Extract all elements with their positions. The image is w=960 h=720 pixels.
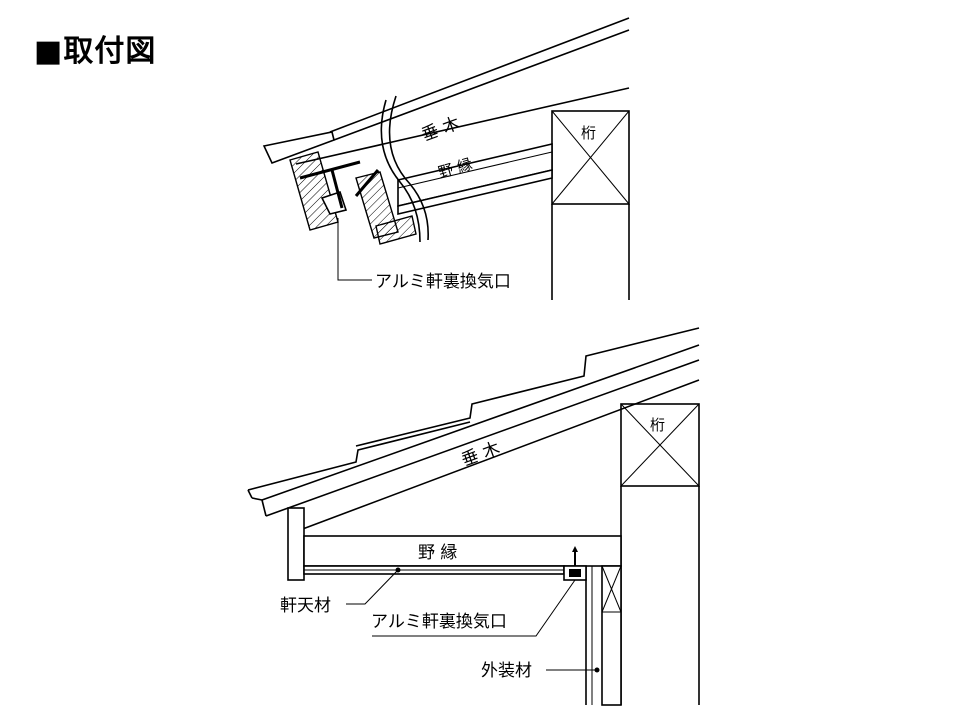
bottom-beam-label: 桁 bbox=[650, 416, 665, 434]
bottom-roof bbox=[247, 327, 700, 531]
page-title: ■取付図 bbox=[34, 34, 157, 69]
bottom-furring-label: 野 縁 bbox=[418, 543, 457, 563]
bottom-exterior-wall bbox=[585, 565, 622, 706]
bottom-furring bbox=[303, 535, 622, 575]
top-rafter bbox=[262, 17, 630, 165]
bottom-soffit-label: 軒天材 bbox=[280, 596, 331, 616]
bottom-vent-label: アルミ軒裏換気口 bbox=[371, 611, 507, 632]
bottom-eave-diagram: 垂 木 野 縁 桁 軒天材 アルミ軒裏換気口 外装材 bbox=[247, 327, 700, 706]
bottom-rafter-label: 垂 木 bbox=[459, 438, 503, 470]
bottom-siding-label: 外装材 bbox=[481, 661, 532, 681]
bottom-beam bbox=[620, 403, 700, 705]
top-vent-label: アルミ軒裏換気口 bbox=[375, 271, 511, 292]
top-vent-profile bbox=[299, 160, 380, 215]
top-eave-diagram: 垂 木 野 縁 桁 アルミ軒裏換気口 bbox=[262, 17, 630, 300]
top-beam bbox=[551, 110, 630, 300]
bottom-fascia bbox=[287, 507, 305, 581]
top-beam-label: 桁 bbox=[581, 124, 596, 142]
top-furring bbox=[397, 142, 553, 216]
bottom-vent bbox=[563, 546, 587, 581]
top-rafter-label: 垂 木 bbox=[419, 113, 463, 145]
